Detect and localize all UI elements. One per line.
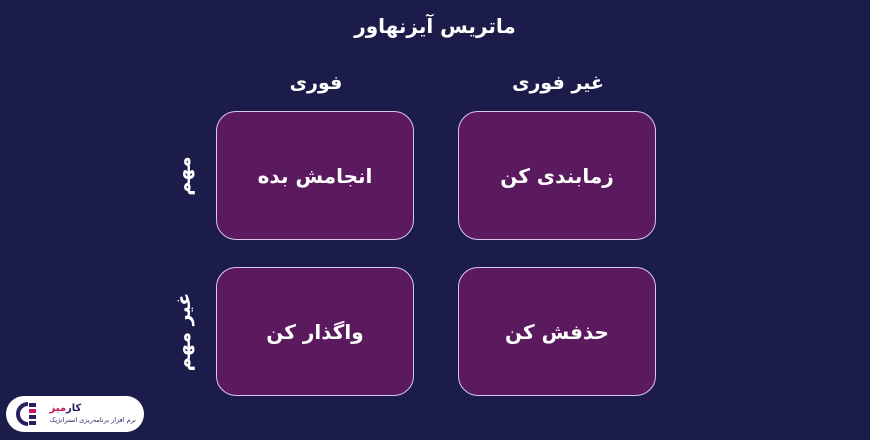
- quadrant-do: انجامش بده: [216, 111, 414, 240]
- logo-text: کارمیز نرم افزار برنامه‌ریزی استراتژیک: [50, 404, 136, 424]
- diagram-title: ماتریس آیزنهاور: [354, 14, 516, 38]
- row-header-important: مهم: [173, 156, 195, 196]
- karmiz-logo-icon: [16, 402, 36, 426]
- column-header-urgent: فوری: [289, 72, 343, 94]
- quadrant-delete: حذفش کن: [458, 267, 656, 396]
- column-header-not-urgent: غیر فوری: [512, 72, 604, 94]
- logo-name: کارمیز: [50, 404, 82, 414]
- logo-name-part1: کار: [66, 403, 82, 415]
- row-header-not-important: غیر مهم: [173, 292, 195, 372]
- quadrant-schedule: زمابندی کن: [458, 111, 656, 240]
- quadrant-delegate: واگذار کن: [216, 267, 414, 396]
- logo-tagline: نرم افزار برنامه‌ریزی استراتژیک: [49, 416, 136, 425]
- brand-logo: کارمیز نرم افزار برنامه‌ریزی استراتژیک: [6, 396, 144, 432]
- logo-name-part2: میز: [49, 403, 67, 415]
